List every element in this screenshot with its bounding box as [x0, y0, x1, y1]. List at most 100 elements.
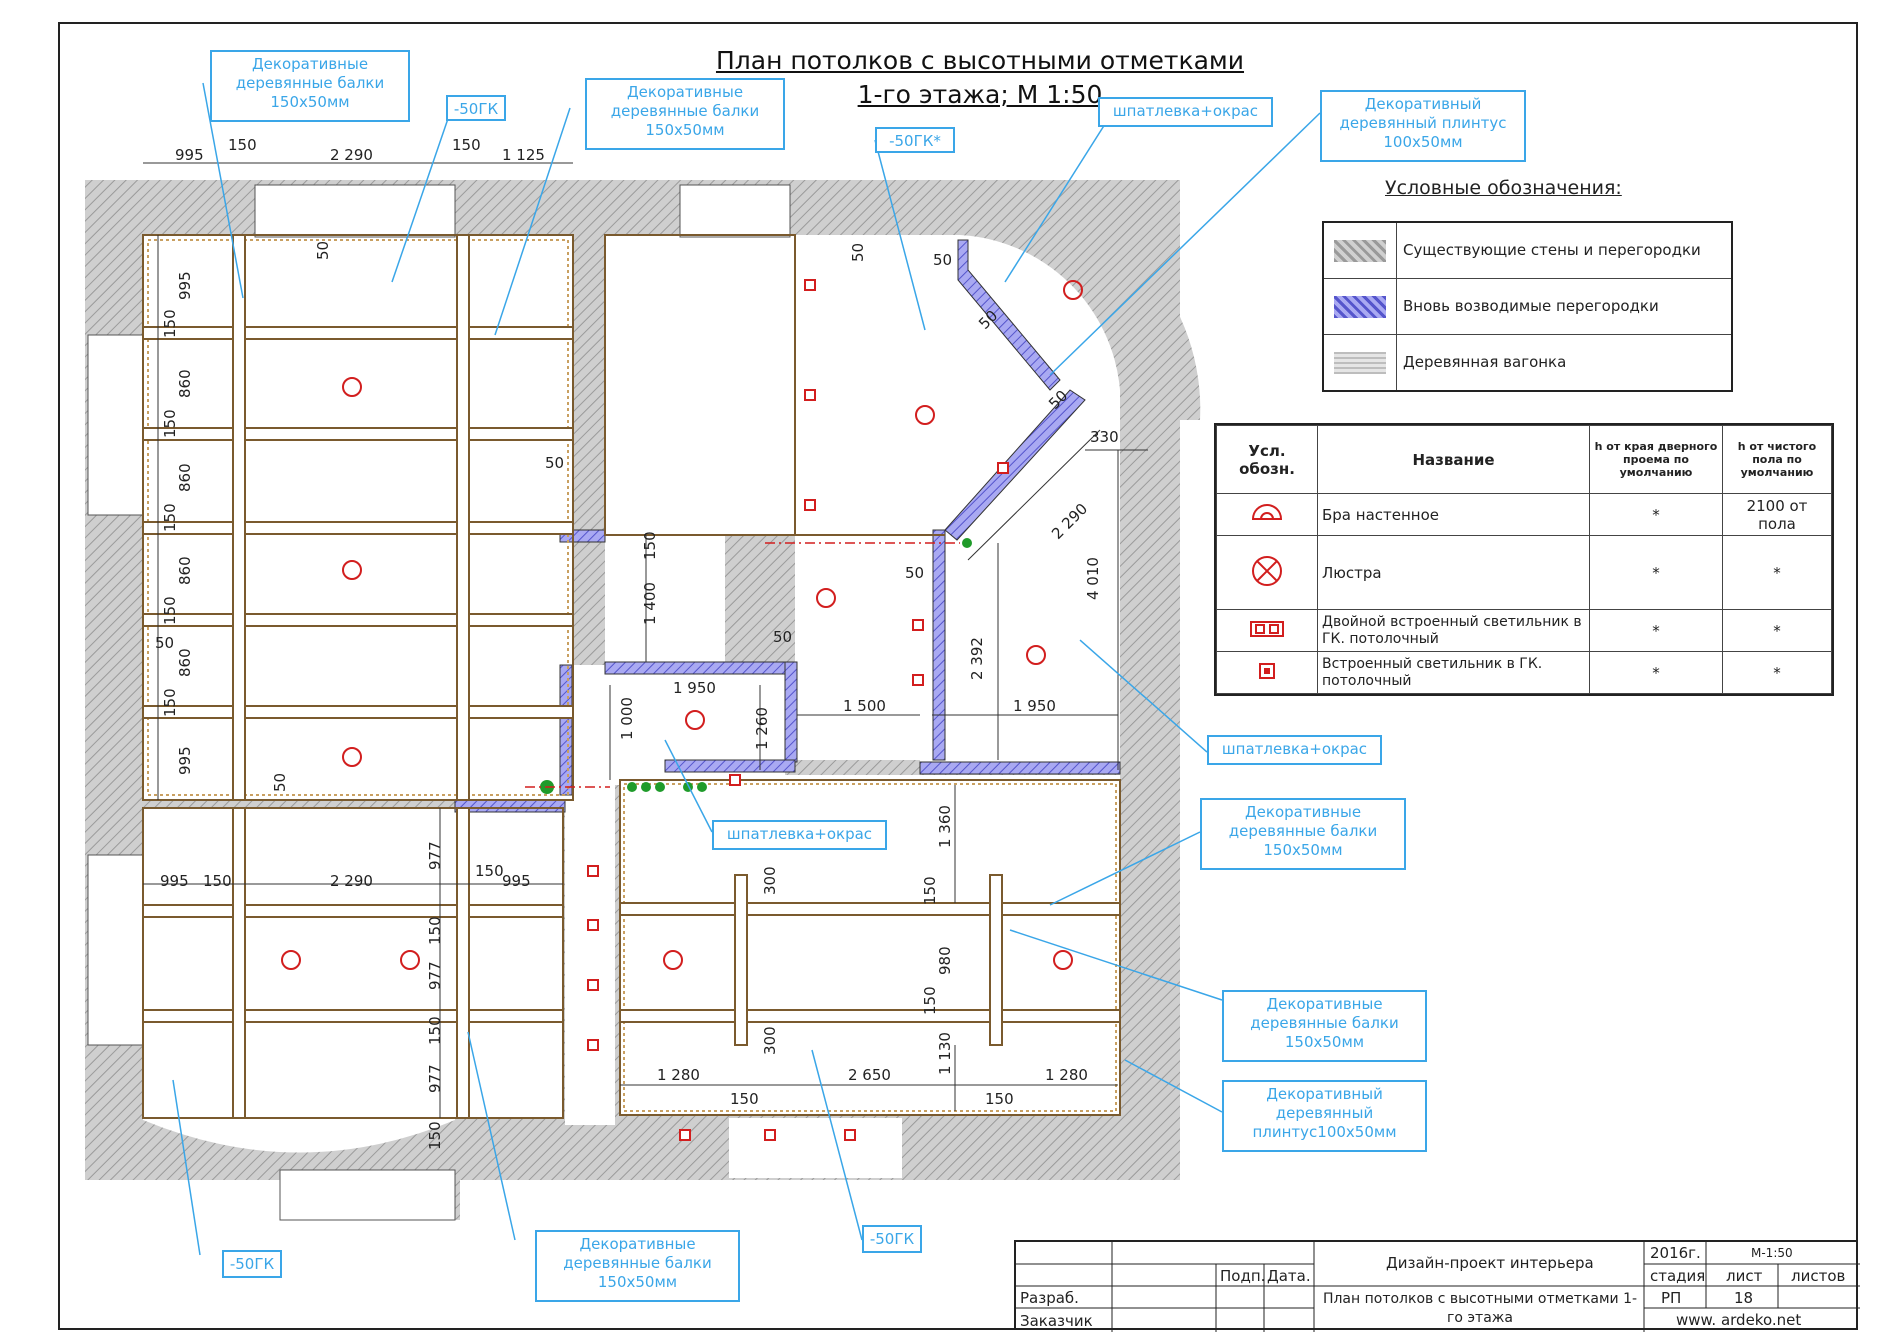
legend-label: Существующие стены и перегородки — [1403, 241, 1701, 259]
legend-row: Существующие стены и перегородки — [1324, 223, 1731, 279]
dim-off-8: 50 — [905, 564, 924, 582]
dim-top-0: 995 — [175, 146, 204, 164]
symbol-h2: 2100 от пола — [1722, 493, 1832, 536]
dim-c-8: 4 010 — [1084, 557, 1102, 600]
dim-k-0: 1 360 — [936, 805, 954, 848]
dim-off-4: 50 — [849, 243, 867, 262]
callout-gk-star: -50ГК* — [875, 127, 955, 153]
chandelier-icon — [1252, 555, 1282, 586]
dim-lv-0: 977 — [426, 841, 444, 870]
symbols-table: Усл. обозн. Название h от края дверного … — [1214, 423, 1834, 696]
stamp-author: Разраб. — [1020, 1289, 1079, 1307]
legend-label: Вновь возводимые перегородки — [1403, 297, 1659, 315]
dim-lv-4: 977 — [426, 1064, 444, 1093]
room-outlines — [142, 234, 1121, 1119]
dim-left-9: 150 — [161, 688, 179, 717]
dim-c-0: 150 — [641, 531, 659, 560]
dim-lower-2: 2 290 — [330, 872, 373, 890]
dim-off-9: 50 — [773, 628, 792, 646]
callout-putty-3: шпатлевка+окрас — [712, 820, 887, 850]
dim-left-6: 860 — [176, 556, 194, 585]
dim-lv-1: 150 — [426, 916, 444, 945]
callout-plinth-2: Декоративный деревянный плинтус100х50мм — [1222, 1080, 1427, 1152]
callout-beams-1: Декоративные деревянные балки 150х50мм — [210, 50, 410, 122]
dim-lv-3: 150 — [426, 1016, 444, 1045]
dim-top-1: 150 — [228, 136, 257, 154]
dim-k-4: 150 — [921, 986, 939, 1015]
dim-off-1: 50 — [545, 454, 564, 472]
dim-k-8: 2 650 — [848, 1066, 891, 1084]
new-partitions — [454, 239, 1121, 813]
dim-k-6: 1 130 — [936, 1032, 954, 1075]
dim-c-2: 1 950 — [673, 679, 716, 697]
dim-top-3: 150 — [452, 136, 481, 154]
dim-off-2: 50 — [155, 634, 174, 652]
stamp-stage: РП — [1661, 1289, 1682, 1307]
dim-lv-5: 150 — [426, 1121, 444, 1150]
symbol-h1: * — [1589, 609, 1723, 652]
dim-left-3: 150 — [161, 409, 179, 438]
symbol-name: Бра настенное — [1317, 493, 1590, 536]
stamp-project: Дизайн-проект интерьера — [1386, 1254, 1594, 1272]
dim-k-7: 1 280 — [657, 1066, 700, 1084]
dim-k-10: 150 — [730, 1090, 759, 1108]
dim-left-5: 150 — [161, 503, 179, 532]
dim-lower-0: 995 — [160, 872, 189, 890]
stamp-date: Дата. — [1267, 1267, 1311, 1285]
dim-c-4: 1 260 — [753, 707, 771, 750]
symbol-h2: * — [1722, 651, 1832, 694]
dim-lv-2: 977 — [426, 961, 444, 990]
dim-lower-3: 150 — [475, 862, 504, 880]
dim-off-5: 50 — [933, 251, 952, 269]
stamp-scale: М-1:50 — [1751, 1246, 1793, 1260]
sheet-frame — [58, 22, 1858, 1330]
stamp-client: Заказчик — [1020, 1312, 1093, 1330]
symbol-h2: * — [1722, 609, 1832, 652]
dim-top-4: 1 125 — [502, 146, 545, 164]
symbol-h1: * — [1589, 535, 1723, 610]
callout-leaders — [172, 82, 1321, 1256]
legend-row: Вновь возводимые перегородки — [1324, 279, 1731, 335]
dim-top-2: 2 290 — [330, 146, 373, 164]
symbol-h2: * — [1722, 535, 1832, 610]
symbol-h1: * — [1589, 651, 1723, 694]
dim-off-3: 50 — [271, 773, 289, 792]
stamp-sheet-header: лист — [1726, 1267, 1763, 1285]
callout-beams-5: Декоративные деревянные балки 150х50мм — [535, 1230, 740, 1302]
dim-c-7: 2 392 — [968, 637, 986, 680]
callout-beams-2: Декоративные деревянные балки 150х50мм — [585, 78, 785, 150]
dim-off-0: 50 — [314, 241, 332, 260]
symbol-name: Двойной встроенный светильник в ГК. пото… — [1317, 609, 1590, 652]
title-block: Дизайн-проект интерьера 2016г. М-1:50 По… — [1014, 1240, 1860, 1332]
callout-putty-1: шпатлевка+окрас — [1098, 97, 1273, 127]
symbols-header: Усл. обозн. — [1216, 425, 1318, 494]
dim-k-3: 980 — [936, 946, 954, 975]
dim-c-1: 1 400 — [641, 582, 659, 625]
stamp-stage-header: стадия — [1650, 1267, 1706, 1285]
downlights — [587, 279, 1009, 1141]
downlight-icon — [1259, 662, 1275, 679]
callout-gk-1: -50ГК — [446, 95, 506, 121]
dim-c-10: 330 — [1090, 428, 1119, 446]
title-line-2: 1-го этажа; М 1:50 — [857, 80, 1103, 109]
dim-left-2: 860 — [176, 369, 194, 398]
stamp-doc-title: План потолков с высотными отметками 1-го… — [1322, 1291, 1638, 1326]
dim-off-7: 50 — [1045, 387, 1071, 413]
dim-left-4: 860 — [176, 463, 194, 492]
chandeliers — [281, 280, 1083, 970]
sconce-icon — [1251, 503, 1283, 520]
callout-putty-2: шпатлевка+окрас — [1207, 735, 1382, 765]
existing-wall-swatch — [1334, 239, 1386, 262]
symbol-name: Люстра — [1317, 535, 1590, 610]
dim-lower-4: 995 — [502, 872, 531, 890]
symbols-header: Название — [1317, 425, 1590, 494]
dim-lower-1: 150 — [203, 872, 232, 890]
title-block-grid — [1016, 1242, 1860, 1332]
dim-k-1: 300 — [761, 866, 779, 895]
title-line-1: План потолков с высотными отметками — [715, 46, 1245, 75]
legend-label: Деревянная вагонка — [1403, 353, 1567, 371]
stamp-sheet: 18 — [1734, 1289, 1754, 1307]
symbols-header: h от чистого пола по умолчанию — [1722, 425, 1832, 494]
dim-k-11: 150 — [985, 1090, 1014, 1108]
